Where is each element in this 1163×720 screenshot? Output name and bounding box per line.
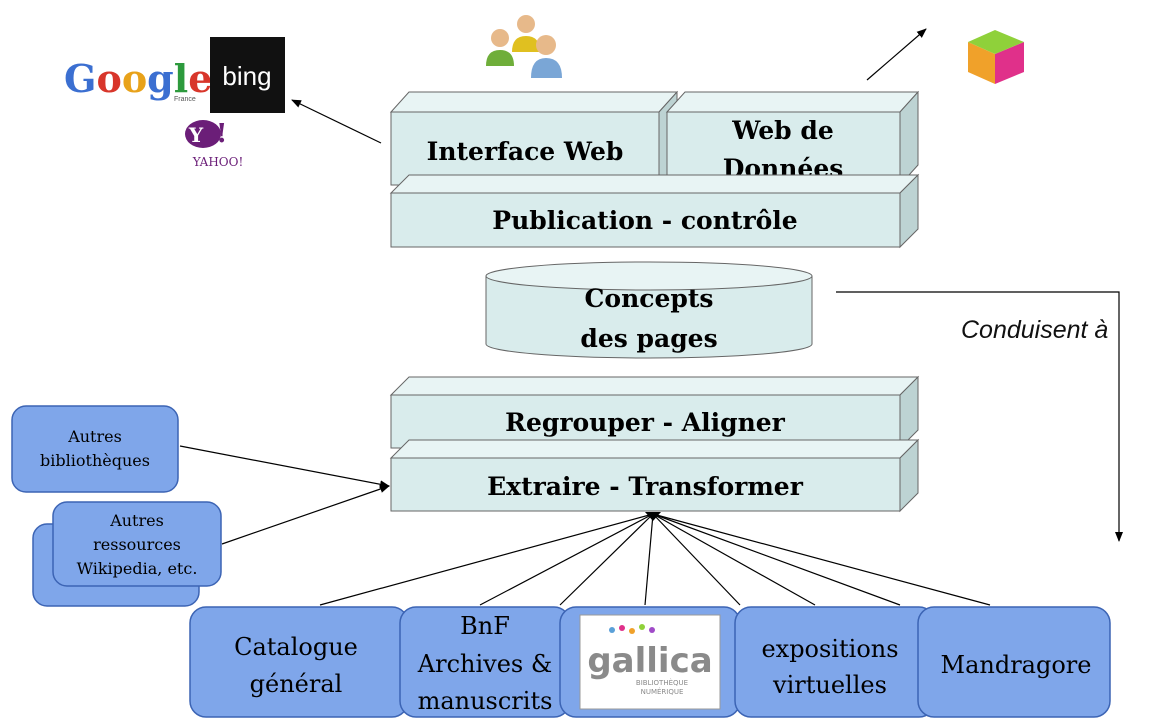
google-sub-label: France xyxy=(174,96,196,103)
arrow-conduisent xyxy=(836,291,1123,542)
bnf-label-line2: Archives & xyxy=(417,650,552,678)
interface-web-label: Interface Web xyxy=(427,137,624,166)
bing-label: bing xyxy=(222,61,271,91)
regrouper-box: Regrouper - Aligner xyxy=(389,375,920,450)
gallica-sub-line1: BIBLIOTHÈQUE xyxy=(636,678,688,687)
autres-bib-label-line2: bibliothèques xyxy=(40,451,150,470)
extraire-label: Extraire - Transformer xyxy=(487,472,804,501)
gallica-box: gallica BIBLIOTHÈQUE NUMÉRIQUE xyxy=(559,606,741,718)
svg-text:Google: Google xyxy=(64,56,212,101)
catalogue-label-line1: Catalogue xyxy=(234,633,358,661)
bnf-archives-box: BnF Archives & manuscrits xyxy=(399,606,571,718)
source-connectors xyxy=(319,513,991,606)
users-icon xyxy=(486,15,562,78)
mandragore-box: Mandragore xyxy=(917,606,1111,718)
svg-text:Y: Y xyxy=(188,123,204,147)
catalogue-box: Catalogue général xyxy=(189,606,409,718)
autres-res-label-line3: Wikipedia, etc. xyxy=(77,559,198,578)
publication-label: Publication - contrôle xyxy=(492,206,797,235)
gallica-sub-line2: NUMÉRIQUE xyxy=(641,687,684,696)
arrow-to-search-engines xyxy=(291,99,382,144)
yahoo-logo-icon: Y ! YAHOO! xyxy=(185,119,243,169)
svg-text:!: ! xyxy=(216,119,227,149)
arrow-to-cube xyxy=(866,28,927,81)
interface-web-box: Interface Web xyxy=(389,90,679,187)
expositions-box: expositions virtuelles xyxy=(734,606,936,718)
expositions-label-line2: virtuelles xyxy=(772,671,887,699)
concepts-database: Concepts des pages xyxy=(485,261,813,359)
autres-res-label-line2: ressources xyxy=(93,535,181,554)
extraire-box: Extraire - Transformer xyxy=(389,438,920,513)
autres-bibliotheques-box: Autres bibliothèques xyxy=(11,405,179,493)
arrow-autres-ressources xyxy=(221,485,390,545)
google-logo-icon: Google France xyxy=(64,56,212,103)
autres-bib-label-line1: Autres xyxy=(67,427,122,446)
bnf-label-line1: BnF xyxy=(460,612,510,640)
catalogue-label-line2: général xyxy=(250,670,343,698)
bing-logo-icon: bing xyxy=(210,37,285,113)
autres-ressources-box: Autres ressources Wikipedia, etc. xyxy=(32,501,222,607)
publication-box: Publication - contrôle xyxy=(389,173,920,249)
regrouper-label: Regrouper - Aligner xyxy=(505,408,785,437)
cube-icon xyxy=(968,30,1024,84)
gallica-label: gallica xyxy=(587,641,712,681)
conduisent-annotation: Conduisent à xyxy=(961,316,1108,344)
autres-res-label-line1: Autres xyxy=(109,511,164,530)
gallica-logo-icon: gallica BIBLIOTHÈQUE NUMÉRIQUE xyxy=(579,614,721,710)
arrow-autres-bibliotheques xyxy=(179,445,390,489)
web-donnees-label-line1: Web de xyxy=(731,116,834,145)
connector-arrowhead xyxy=(645,512,661,521)
yahoo-label: YAHOO! xyxy=(192,155,244,169)
web-donnees-box: Web de Données xyxy=(665,90,920,187)
bnf-label-line3: manuscrits xyxy=(418,687,553,715)
concepts-label-line1: Concepts xyxy=(585,284,714,313)
concepts-label-line2: des pages xyxy=(580,324,717,353)
expositions-label-line1: expositions xyxy=(761,635,898,663)
mandragore-label: Mandragore xyxy=(941,651,1092,679)
